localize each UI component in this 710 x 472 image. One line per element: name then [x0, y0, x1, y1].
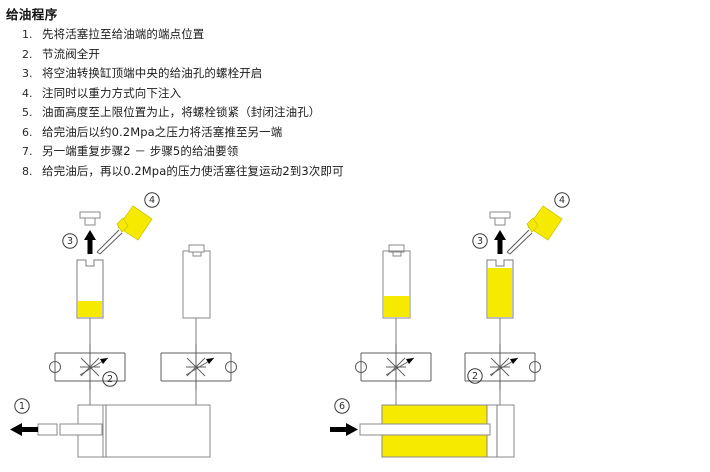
list-item: 5. 油面高度至上限位置为止，将螺栓锁紧（封闭注油孔） [22, 104, 442, 124]
left-diagram-right-throttle-valve [160, 344, 237, 390]
callout-4-label: 4 [149, 195, 155, 206]
callout-4-right: 4 [554, 192, 570, 208]
step-number: 6. [22, 125, 33, 139]
right-hydraulic-cylinder [359, 390, 515, 458]
step-number: 4. [22, 86, 33, 100]
plug-removal-arrow-icon-right [494, 230, 506, 254]
callout-2-right: 2 [467, 368, 483, 384]
step-number: 3. [22, 67, 33, 80]
left-diagram-right-reservoir [182, 244, 211, 344]
callout-1: 1 [14, 398, 30, 414]
left-hydraulic-schematic: 4 3 [10, 192, 237, 458]
step-text: 先将活塞拉至给油端的端点位置 [42, 27, 205, 41]
step-number: 1. [22, 28, 33, 41]
step-text: 另一端重复步骤2 － 步骤5的给油要领 [42, 144, 239, 158]
left-oil-reservoir [76, 259, 104, 344]
callout-6-label: 6 [339, 401, 345, 412]
callout-2-left: 2 [102, 371, 118, 387]
list-item: 1. 先将活塞拉至给油端的端点位置 [22, 26, 442, 46]
hydraulic-diagrams: 4 3 [0, 186, 710, 472]
left-motion-arrow-icon [10, 423, 38, 436]
step-text: 注同时以重力方式向下注入 [42, 85, 182, 100]
right-diagram-left-throttle-valve [355, 344, 432, 390]
oil-can-icon [96, 205, 153, 255]
plug-removal-arrow-icon [84, 230, 96, 254]
callout-3-right-label: 3 [477, 236, 483, 247]
list-item: 3. 将空油转换缸顶端中央的给油孔的螺栓开启 [22, 65, 442, 85]
callout-4: 4 [144, 192, 160, 208]
step-number: 2. [22, 47, 33, 61]
list-item: 2. 节流阀全开 [22, 46, 442, 66]
fill-plug-icon [79, 211, 101, 226]
fill-plug-icon-right [489, 211, 511, 226]
right-oil-reservoir [486, 259, 514, 344]
callout-3: 3 [62, 233, 78, 249]
step-number: 5. [22, 106, 33, 119]
right-diagram-left-reservoir [382, 244, 411, 344]
step-number: 7. [22, 145, 33, 158]
callout-2-label: 2 [107, 374, 113, 385]
right-motion-arrow-icon [330, 423, 358, 436]
page-title: 给油程序 [6, 7, 58, 22]
right-throttle-valve [464, 344, 541, 390]
left-hydraulic-cylinder [37, 390, 211, 458]
left-throttle-valve [49, 344, 126, 390]
callout-6: 6 [334, 398, 350, 414]
procedure-step-list: 1. 先将活塞拉至给油端的端点位置 2. 节流阀全开 3. 将空油转换缸顶端中央… [22, 26, 442, 182]
step-text: 油面高度至上限位置为止，将螺栓锁紧（封闭注油孔） [42, 105, 321, 119]
diagram-canvas: 4 3 [10, 192, 570, 458]
callout-3-right: 3 [472, 233, 488, 249]
callout-2-right-label: 2 [472, 371, 478, 382]
list-item: 4. 注同时以重力方式向下注入 [22, 85, 442, 105]
step-number: 8. [22, 164, 33, 178]
step-text: 给完油后以约0.2Mpa之压力将活塞推至另一端 [42, 124, 283, 139]
step-text: 给完油后，再以0.2Mpa的压力使活塞往复运动2到3次即可 [42, 163, 344, 178]
oil-can-icon-right [506, 205, 563, 255]
list-item: 7. 另一端重复步骤2 － 步骤5的给油要领 [22, 143, 442, 163]
step-text: 将空油转换缸顶端中央的给油孔的螺栓开启 [42, 66, 263, 80]
callout-3-label: 3 [67, 236, 73, 247]
list-item: 6. 给完油后以约0.2Mpa之压力将活塞推至另一端 [22, 124, 442, 144]
list-item: 8. 给完油后，再以0.2Mpa的压力使活塞往复运动2到3次即可 [22, 163, 442, 183]
right-hydraulic-schematic: 4 3 [330, 192, 570, 458]
callout-4-right-label: 4 [559, 195, 565, 206]
callout-1-label: 1 [19, 401, 25, 412]
step-text: 节流阀全开 [42, 46, 100, 61]
